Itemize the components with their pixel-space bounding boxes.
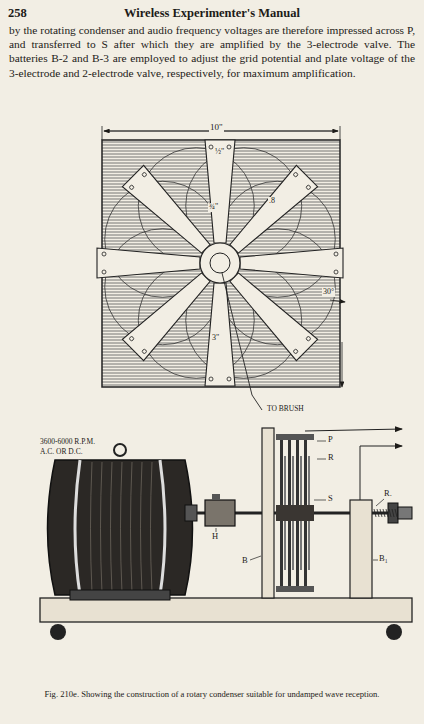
fixed-plate [288, 520, 291, 586]
part-letter: B [242, 556, 248, 565]
fixed-plate [280, 440, 283, 506]
rotor-blade [240, 248, 343, 278]
fixed-plate [296, 440, 299, 506]
fixed-plate [288, 440, 291, 506]
dimension: 30° [322, 288, 335, 297]
clamp [276, 434, 314, 440]
wire-label: TO BRUSH [266, 405, 305, 413]
dimension: 10" [209, 123, 224, 133]
fixed-plate [304, 520, 307, 586]
figure-caption: Fig. 210e. Showing the construction of a… [12, 690, 412, 699]
coupling [205, 500, 235, 526]
fixed-plate [280, 520, 283, 586]
dimension: ¾" [208, 203, 219, 212]
body-text: by the rotating condenser and audio freq… [9, 23, 415, 80]
hub [276, 505, 314, 521]
part-letter: S [328, 494, 333, 503]
rotor-blade [97, 248, 200, 278]
rotor-blade [205, 140, 235, 243]
part-letter: B₁ [379, 554, 388, 563]
part-letter: R [328, 453, 334, 462]
dimension: .8 [268, 197, 276, 206]
base-board [40, 598, 412, 622]
part-letter: R. [384, 489, 392, 498]
running-head: Wireless Experimenter's Manual [0, 7, 424, 21]
rotor-blade [122, 267, 216, 361]
rotor-blade [122, 165, 216, 259]
rotor-blade [224, 165, 318, 259]
page-number: 258 [8, 7, 27, 21]
part-letter: H [212, 532, 218, 541]
rotor-blade [224, 267, 318, 361]
speed-label: 3600-6000 R.P.M. [40, 438, 95, 446]
motor [48, 460, 193, 595]
dimension: 3" [211, 334, 220, 343]
supply-label: A.C. OR D.C. [40, 448, 83, 456]
part-letter: P [328, 435, 333, 444]
panel [262, 428, 274, 598]
bearing-post [350, 500, 372, 598]
rotor-blade [205, 283, 235, 386]
fixed-plate [296, 520, 299, 586]
clamp [276, 586, 314, 592]
fixed-plate [304, 440, 307, 506]
dimension: ½" [214, 148, 225, 157]
